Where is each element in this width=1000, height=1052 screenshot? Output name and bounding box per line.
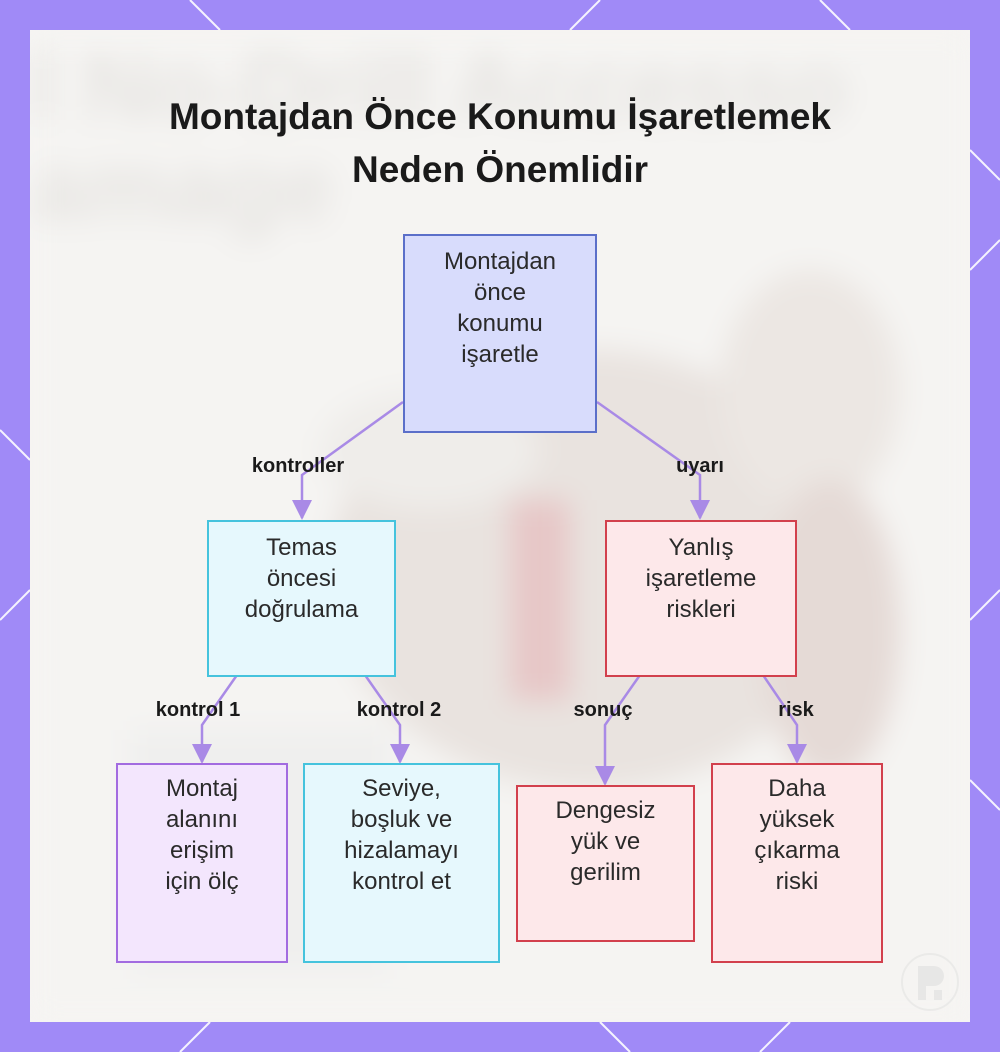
node-risks-line: işaretleme (645, 565, 757, 592)
node-root-line: işaretle (461, 341, 539, 368)
node-check-line: hizalamayı (344, 837, 459, 864)
edge-verify-measure (192, 674, 239, 764)
node-unbalanced-line: yük ve (570, 828, 641, 855)
node-root: Montajdan önce konumu işaretle (403, 234, 597, 433)
diagram-card: l No-Drill Accesso amage Montajdan Önce … (30, 30, 970, 1022)
edge-verify-check (363, 674, 410, 764)
node-check-line: Seviye, (362, 775, 441, 802)
node-check-line: boşluk ve (350, 806, 453, 833)
node-risks-line: Yanlış (668, 534, 734, 561)
node-removal: Daha yüksek çıkarma riski (711, 763, 883, 963)
watermark-logo-icon (901, 953, 959, 1011)
node-root-line: konumu (457, 310, 543, 337)
node-risks: Yanlış işaretleme riskleri (605, 520, 797, 677)
node-verify-line: Temas (266, 534, 337, 561)
edge-label-risk: risk (778, 699, 814, 721)
connector-lines (192, 400, 807, 786)
background-text-line-2: amage (30, 134, 335, 241)
node-check-line: kontrol et (352, 868, 451, 895)
node-measure-line: için ölç (165, 868, 239, 895)
node-risks-line: riskleri (666, 596, 736, 623)
node-unbalanced: Dengesiz yük ve gerilim (516, 785, 695, 942)
node-measure: Montaj alanını erişim için ölç (116, 763, 288, 963)
node-removal-line: riski (775, 868, 819, 895)
node-measure-line: Montaj (165, 775, 239, 802)
title-line-2: Neden Önemlidir (351, 149, 649, 190)
node-verify-line: doğrulama (244, 596, 359, 623)
node-verify: Temas öncesi doğrulama (207, 520, 396, 677)
edge-label-uyari: uyarı (676, 455, 724, 477)
node-unbalanced-line: Dengesiz (555, 797, 656, 824)
node-measure-line: alanını (165, 806, 239, 833)
edge-label-kontrol-2: kontrol 2 (356, 699, 442, 721)
background-text-line-1: l No-Drill Accesso (30, 34, 849, 141)
node-root-line: önce (473, 279, 527, 306)
edge-root-verify (292, 400, 404, 520)
edge-label-kontrol-1: kontrol 1 (155, 699, 241, 721)
node-removal-line: Daha (768, 775, 826, 802)
node-check: Seviye, boşluk ve hizalamayı kontrol et (303, 763, 500, 963)
node-removal-line: çıkarma (754, 837, 840, 864)
edge-label-kontroller: kontroller (251, 455, 345, 477)
edge-root-risks (596, 400, 710, 520)
node-root-line: Montajdan (443, 248, 557, 275)
node-verify-line: öncesi (266, 565, 337, 592)
edge-risks-unbalanced (595, 674, 642, 786)
title-line-1: Montajdan Önce Konumu İşaretlemek (168, 96, 832, 137)
edge-label-sonuc: sonuç (573, 699, 633, 721)
node-unbalanced-line: gerilim (570, 859, 641, 886)
page-title: Montajdan Önce Konumu İşaretlemek Neden … (30, 90, 970, 196)
node-removal-line: yüksek (759, 806, 835, 833)
edge-risks-removal (761, 674, 807, 764)
node-measure-line: erişim (169, 837, 234, 864)
